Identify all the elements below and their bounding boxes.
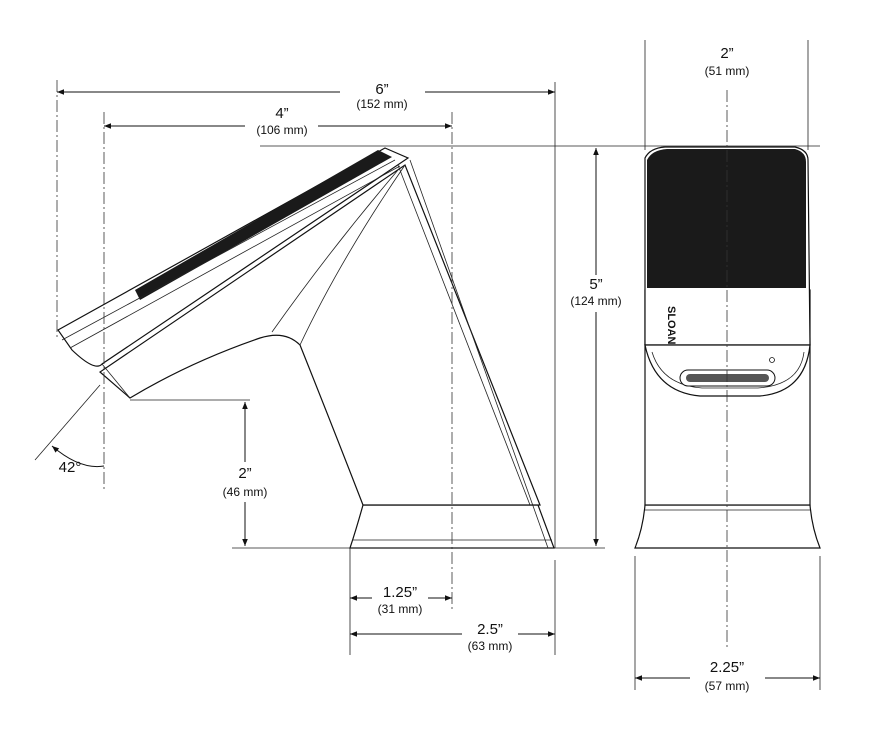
dim-spout-clearance-main: 2” [238,465,251,482]
dim-spout-angle-label: 42° [59,459,82,476]
dim-base-width: 2.25” (57 mm) [635,659,820,693]
front-logo: SLOAN [665,306,677,345]
dim-height-sub: (124 mm) [570,294,621,308]
front-extension-lines [634,40,821,690]
side-body [99,164,541,506]
dim-base-depth-main: 2.5” [477,621,503,638]
dim-front-width-sub: (51 mm) [705,64,750,78]
dim-overall-width-main: 6” [375,81,388,98]
dim-base-width-main: 2.25” [710,659,744,676]
side-extension-lines [34,80,820,655]
dim-spout-clearance: 2” (46 mm) [223,402,268,546]
dim-base-center-sub: (31 mm) [378,602,423,616]
front-view: SLOAN [634,146,821,549]
side-view [57,147,555,549]
dim-spout-reach: 4” (106 mm) [104,105,452,137]
dim-base-center-main: 1.25” [383,584,417,601]
dim-base-depth: 2.5” (63 mm) [350,621,555,653]
dim-spout-clearance-sub: (46 mm) [223,485,268,499]
dim-spout-reach-sub: (106 mm) [256,123,307,137]
dim-front-width: 2” (51 mm) [705,45,750,78]
dim-overall-width-sub: (152 mm) [356,97,407,111]
dim-front-width-main: 2” [720,45,733,62]
dim-spout-reach-main: 4” [275,105,288,122]
dim-base-width-sub: (57 mm) [705,679,750,693]
dim-overall-width: 6” (152 mm) [57,81,555,111]
dim-base-center: 1.25” (31 mm) [350,584,452,616]
front-sensor-panel [647,149,806,288]
sensor-window [135,150,392,300]
dim-base-depth-sub: (63 mm) [468,639,513,653]
front-base [634,504,821,549]
dim-spout-angle: 42° [51,445,105,476]
indicator-led [769,357,775,363]
side-spout [57,147,410,367]
dim-height: 5” (124 mm) [570,148,622,546]
dim-height-main: 5” [589,276,602,293]
